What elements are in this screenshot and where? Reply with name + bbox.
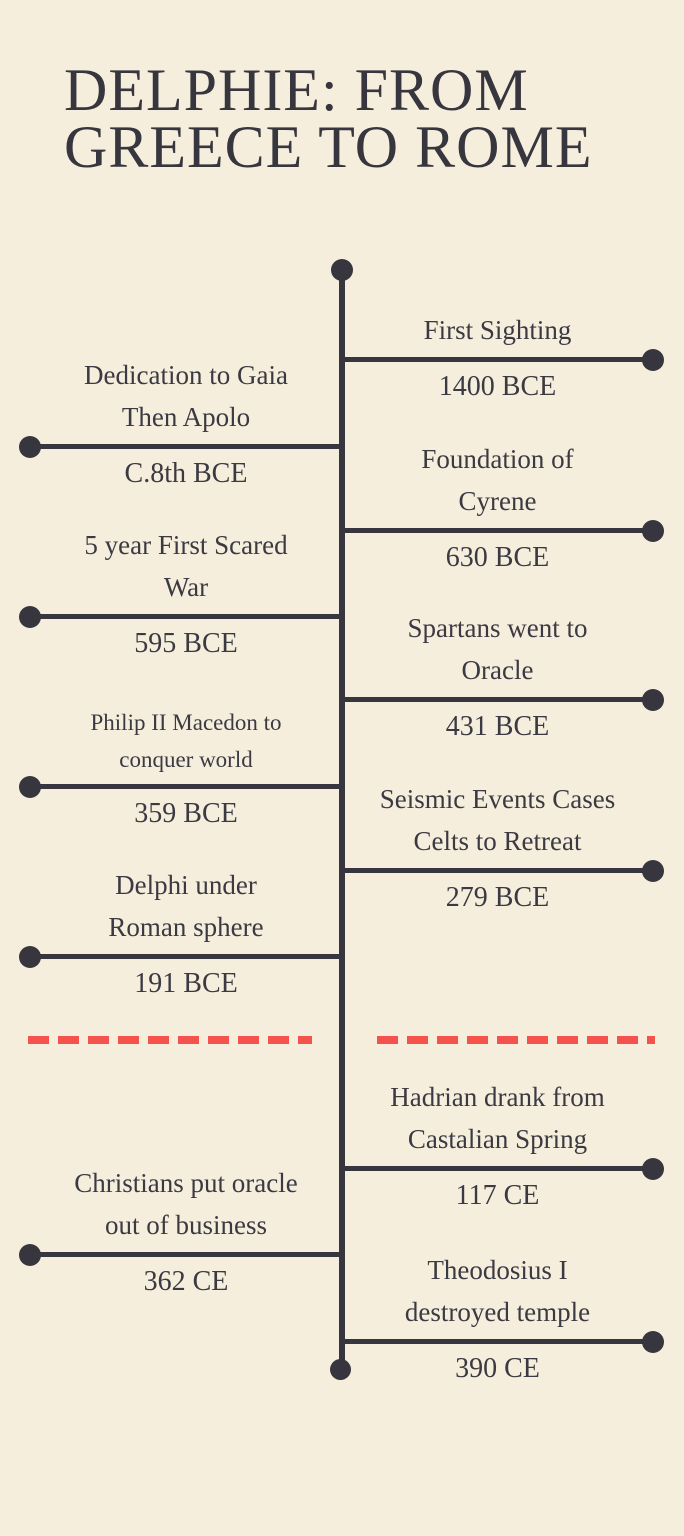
event-date: 431 BCE [445, 711, 550, 742]
event-date: 362 CE [143, 1266, 229, 1297]
timeline-end-dot [330, 1359, 351, 1380]
event-branch-line [342, 1339, 653, 1344]
event-branch-line [342, 868, 653, 873]
event-date: 595 BCE [134, 628, 238, 659]
infographic-title: DELPHIE: FROM GREECE TO ROME [64, 57, 593, 180]
timeline-start-dot [331, 259, 353, 281]
era-divider-right [377, 1036, 655, 1044]
event-title: Seismic Events Cases Celts to Retreat [379, 784, 616, 856]
era-divider-left [28, 1036, 312, 1044]
event-endpoint-dot [19, 436, 41, 458]
event-branch-line [30, 614, 342, 619]
event-title: Delphi under Roman sphere [108, 870, 264, 942]
event-date: 390 CE [455, 1353, 540, 1384]
event-endpoint-dot [642, 1331, 664, 1353]
event-endpoint-dot [642, 1158, 664, 1180]
event-branch-line [342, 528, 653, 533]
event-title: 5 year First Scared War [84, 530, 288, 602]
event-title: Foundation of Cyrene [421, 444, 574, 516]
event-endpoint-dot [19, 606, 41, 628]
event-title: Spartans went to Oracle [407, 613, 588, 685]
event-title: Philip II Macedon to conquer world [90, 710, 282, 772]
event-date: 117 CE [455, 1180, 540, 1211]
event-date: 359 BCE [134, 798, 238, 829]
event-endpoint-dot [642, 689, 664, 711]
event-endpoint-dot [642, 520, 664, 542]
event-title: Theodosius I destroyed temple [404, 1255, 591, 1327]
event-branch-line [30, 784, 342, 789]
event-title: Hadrian drank from Castalian Spring [390, 1082, 605, 1154]
event-branch-line [342, 697, 653, 702]
event-date: 191 BCE [134, 968, 238, 999]
event-endpoint-dot [642, 860, 664, 882]
event-branch-line [342, 357, 653, 362]
event-branch-line [342, 1166, 653, 1171]
event-title: Dedication to Gaia Then Apolo [84, 360, 288, 432]
event-branch-line [30, 1252, 342, 1257]
event-endpoint-dot [642, 349, 664, 371]
event-endpoint-dot [19, 776, 41, 798]
event-branch-line [30, 444, 342, 449]
event-date: C.8th BCE [124, 458, 248, 489]
event-branch-line [30, 954, 342, 959]
event-endpoint-dot [19, 1244, 41, 1266]
event-title: Christians put oracle out of business [74, 1168, 298, 1240]
event-endpoint-dot [19, 946, 41, 968]
timeline-spine [339, 270, 345, 1370]
event-date: 279 BCE [445, 882, 550, 913]
event-title: First Sighting [423, 315, 572, 345]
event-date: 630 BCE [445, 542, 550, 573]
event-date: 1400 BCE [438, 371, 557, 402]
